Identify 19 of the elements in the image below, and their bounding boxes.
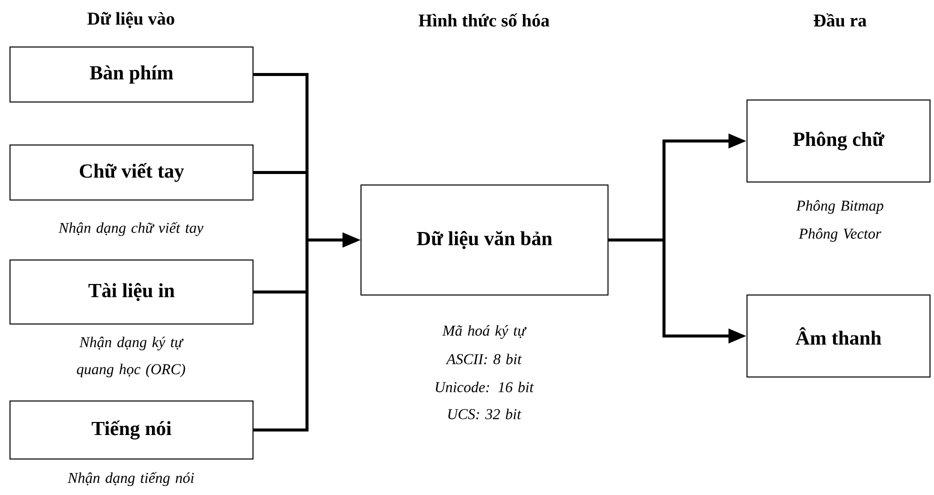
caption-text: Phông Bitmap	[796, 200, 884, 214]
process-box: Tiếng nói	[10, 400, 254, 460]
process-box: Âm thanh	[746, 294, 930, 378]
column-heading: Hình thức số hóa	[418, 13, 550, 27]
caption-text: Nhận dạng chữ viết tay	[58, 222, 204, 236]
caption-text: UCS: 32 bit	[448, 408, 522, 420]
caption-text: ASCII: 8 bit	[446, 354, 522, 364]
caption-text: Unicode: 16 bit	[436, 382, 534, 392]
column-heading: Đầu ra	[814, 13, 866, 27]
process-box: Tài liệu in	[10, 260, 254, 324]
caption-text: Mã hoá ký tự	[442, 325, 527, 339]
process-box: Bàn phím	[10, 46, 254, 102]
column-heading: Dữ liệu vào	[87, 12, 174, 28]
process-box: Chữ viết tay	[10, 144, 254, 200]
process-box: Phông chữ	[746, 100, 930, 182]
caption-text: Nhận dạng ký tự quang học (ORC)	[76, 336, 186, 378]
process-box: Dữ liệu văn bản	[360, 184, 608, 296]
caption-text: Nhận dạng tiếng nói	[68, 472, 194, 486]
caption-text: Phông Vector	[798, 228, 882, 242]
